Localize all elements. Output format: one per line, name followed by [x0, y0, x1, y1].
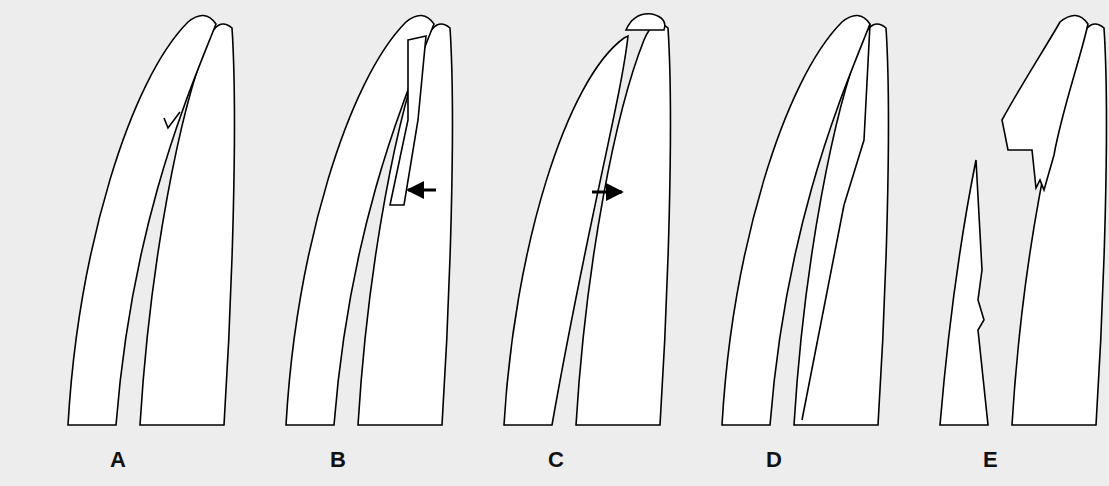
tip-e [940, 15, 1106, 425]
panel-letter: C [548, 447, 564, 473]
tip-b [286, 15, 452, 425]
tip-a [68, 15, 234, 425]
panel-letter: D [766, 447, 782, 473]
tip-c [504, 14, 670, 425]
panel-letter: E [983, 447, 998, 473]
panel-letter: B [330, 447, 346, 473]
panel-letter: A [110, 447, 126, 473]
tip-d [722, 15, 888, 425]
